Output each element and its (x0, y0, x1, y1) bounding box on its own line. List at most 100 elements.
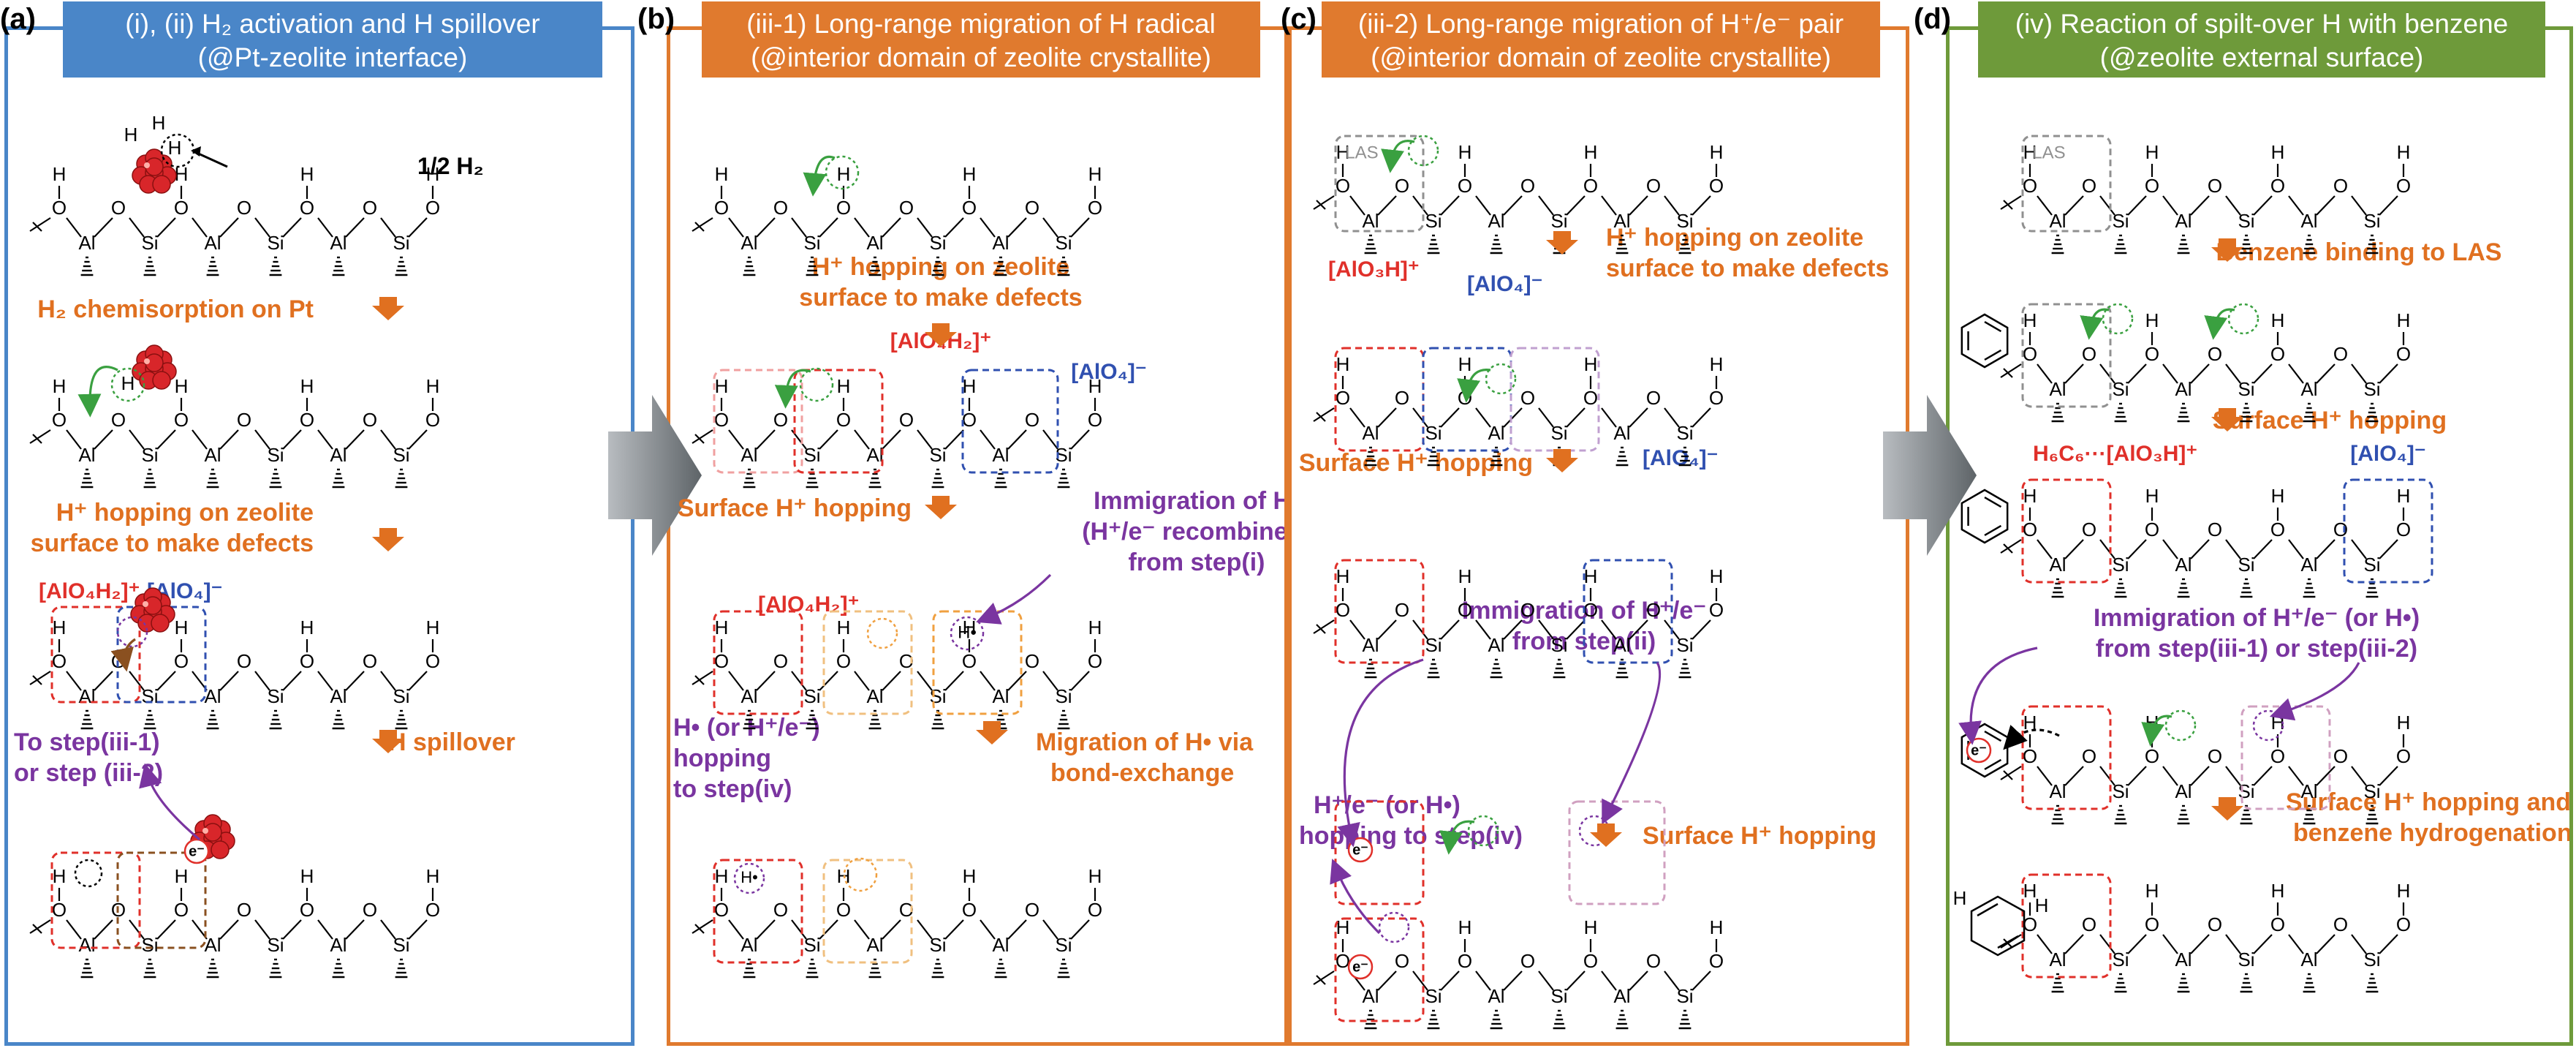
chain-terminal-mark (32, 222, 42, 232)
bond (2253, 195, 2273, 216)
oxygen-atom: O (425, 197, 440, 219)
oxygen-atom: O (962, 650, 977, 672)
chain-terminal-mark (694, 675, 705, 685)
aluminum-atom: Al (204, 934, 221, 956)
aluminum-atom: Al (2175, 949, 2192, 970)
bond (219, 919, 239, 940)
hop-arrow (2141, 715, 2172, 747)
transition-arrow-1 (608, 395, 702, 556)
bond (129, 429, 145, 450)
hash-wedge-bond (1364, 1009, 1377, 1030)
oxygen-atom: O (1336, 599, 1350, 621)
hydrogen-atom: H (2397, 712, 2411, 734)
silicon-atom: Si (2112, 378, 2129, 400)
bond (2037, 363, 2053, 384)
bond (2379, 934, 2398, 954)
chain-terminal-mark (2003, 200, 2013, 210)
hydrogen-atom: H (53, 865, 67, 887)
bond (2190, 934, 2210, 954)
hash-wedge-bond (868, 958, 882, 979)
hydrogen-atom: H (53, 617, 67, 638)
site-box-lilac (1568, 800, 1666, 905)
header-d-line1: (iv) Reaction of spilt-over H with benze… (2015, 9, 2509, 39)
bond (219, 429, 239, 450)
oxygen-atom: O (2333, 913, 2348, 935)
h-radical-label: H• (740, 868, 758, 886)
oxygen-atom: O (899, 197, 914, 219)
oxygen-atom: O (2270, 343, 2285, 365)
benzene-double-bond (1984, 320, 2002, 333)
bond (1566, 407, 1586, 428)
oxygen-atom: O (174, 409, 189, 431)
bond (854, 919, 870, 940)
hydrogen-atom: H (175, 163, 189, 185)
bond (2190, 363, 2210, 384)
hydrogen-atom: H (2145, 880, 2159, 902)
immigration-arrow (2269, 662, 2360, 721)
hash-wedge-bond (206, 958, 219, 979)
b-step1-label-2: surface to make defects (799, 284, 1082, 312)
bond (1538, 195, 1554, 216)
bond (2127, 363, 2147, 384)
aluminum-atom: Al (2300, 378, 2317, 400)
hash-wedge-bond (395, 709, 408, 730)
hash-wedge-bond (2303, 578, 2316, 598)
b-alo4h2-label-2: [AlO₄H₂]⁺ (758, 592, 859, 617)
a-to-step-2: or step (iii-2) (14, 759, 163, 787)
oxygen-atom: O (899, 899, 914, 921)
silicon-atom: Si (1550, 422, 1567, 444)
bond (1475, 195, 1491, 216)
bond (1692, 195, 1711, 216)
bond (1042, 217, 1058, 238)
bond (129, 671, 145, 691)
bond (1349, 619, 1365, 640)
bond (1070, 919, 1090, 940)
hash-wedge-bond (2303, 234, 2316, 255)
bond (2379, 363, 2398, 384)
c-alo4-label-2: [AlO₄]⁻ (1643, 446, 1718, 470)
oxygen-atom: O (237, 409, 251, 431)
bond (2316, 934, 2336, 954)
hash-wedge-bond (1490, 234, 1503, 255)
bond (1440, 407, 1460, 428)
down-step-arrow (2211, 797, 2243, 821)
bond (2351, 195, 2367, 216)
electron-circle (183, 838, 210, 864)
oxygen-atom: O (836, 409, 851, 431)
chain-terminal-mark (2003, 368, 2013, 378)
bond (282, 919, 302, 940)
oxygen-atom: O (52, 899, 67, 921)
bond (2127, 195, 2147, 216)
silicon-atom: Si (2363, 554, 2380, 576)
oxygen-atom: O (174, 197, 189, 219)
oxygen-atom: O (714, 899, 729, 921)
oxygen-atom: O (1520, 387, 1535, 409)
hash-wedge-bond (2051, 234, 2064, 255)
oxygen-atom: O (2082, 175, 2096, 197)
oxygen-atom: O (1646, 387, 1661, 409)
bond (756, 671, 776, 691)
bond (728, 919, 744, 940)
site-box-red (50, 606, 141, 704)
hash-wedge-bond (994, 468, 1007, 489)
oxygen-atom: O (1520, 599, 1535, 621)
c-alo4-label: [AlO₄]⁻ (1467, 272, 1542, 296)
hash-wedge-bond (1553, 1009, 1566, 1030)
bond (66, 671, 82, 691)
oxygen-atom: O (300, 409, 314, 431)
bond (882, 217, 901, 238)
site-box-brown (116, 851, 207, 949)
hydrogen-atom: H (1088, 163, 1102, 185)
silicon-atom: Si (1425, 210, 1442, 232)
ring-double-bond (1977, 902, 1999, 917)
bond (1377, 407, 1397, 428)
bond (1377, 970, 1397, 991)
electron-transfer-arrow (2003, 725, 2060, 750)
silicon-atom: Si (2363, 378, 2380, 400)
site-box-las (2021, 303, 2112, 408)
a-step2-label-1: H⁺ hopping on zeolite (56, 499, 314, 527)
hydrogen-atom: H (1458, 916, 1472, 938)
hydrogen-atom: H (300, 163, 314, 185)
bond (2064, 363, 2084, 384)
oxygen-atom: O (2145, 745, 2159, 767)
